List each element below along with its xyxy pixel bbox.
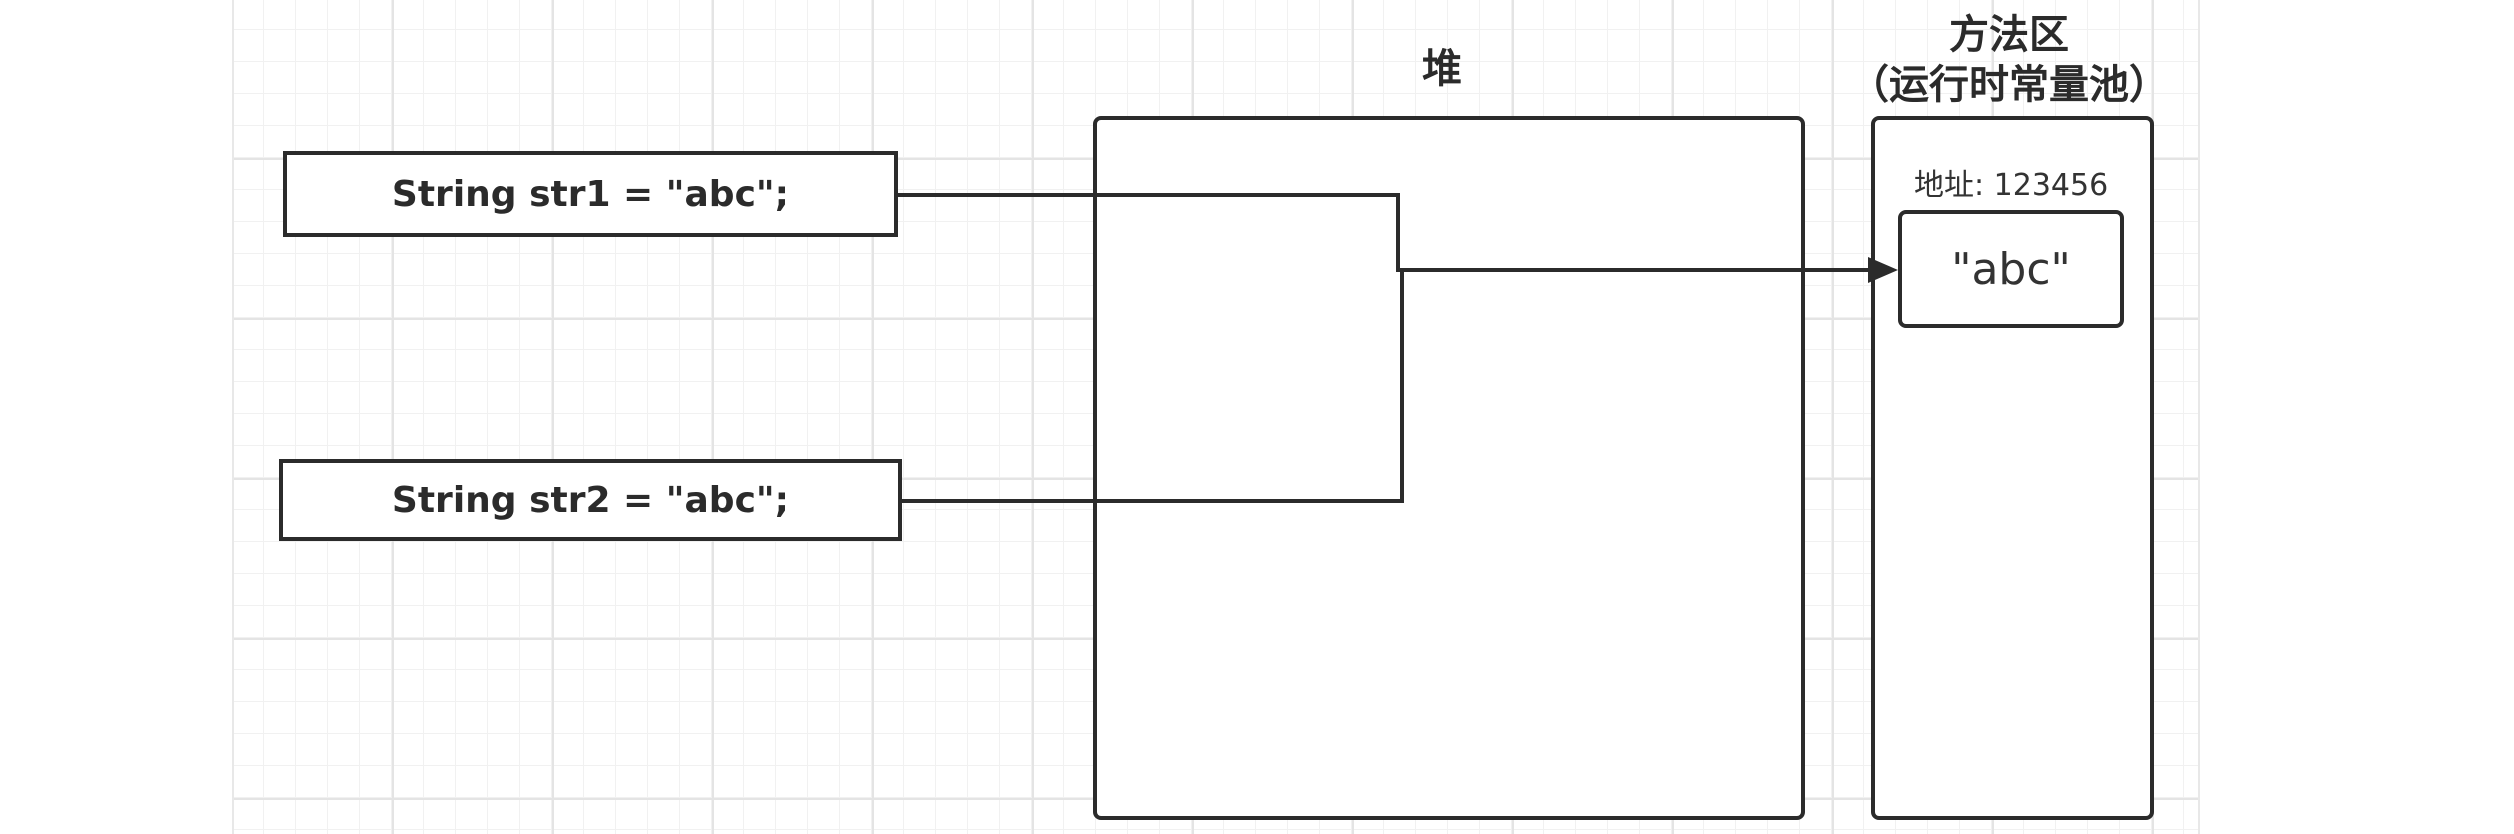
heap-title: 堆: [1422, 46, 1462, 92]
str2-reference-line: [902, 270, 1404, 503]
string-literal-box: "abc": [1898, 210, 2124, 328]
declaration-str2: String str2 = "abc";: [279, 459, 902, 541]
address-label: 地址: 123456: [1914, 168, 2109, 203]
declaration-str1: String str1 = "abc";: [283, 151, 898, 237]
method-area-title-line1: 方法区: [1949, 12, 2069, 58]
str1-reference-line: [898, 193, 1880, 272]
arrowhead-icon: [1868, 257, 1898, 283]
method-area-title: 方法区 （运行时常量池）: [1844, 10, 2174, 110]
heap-box: [1093, 116, 1805, 820]
method-area-title-line2: （运行时常量池）: [1849, 62, 2169, 108]
